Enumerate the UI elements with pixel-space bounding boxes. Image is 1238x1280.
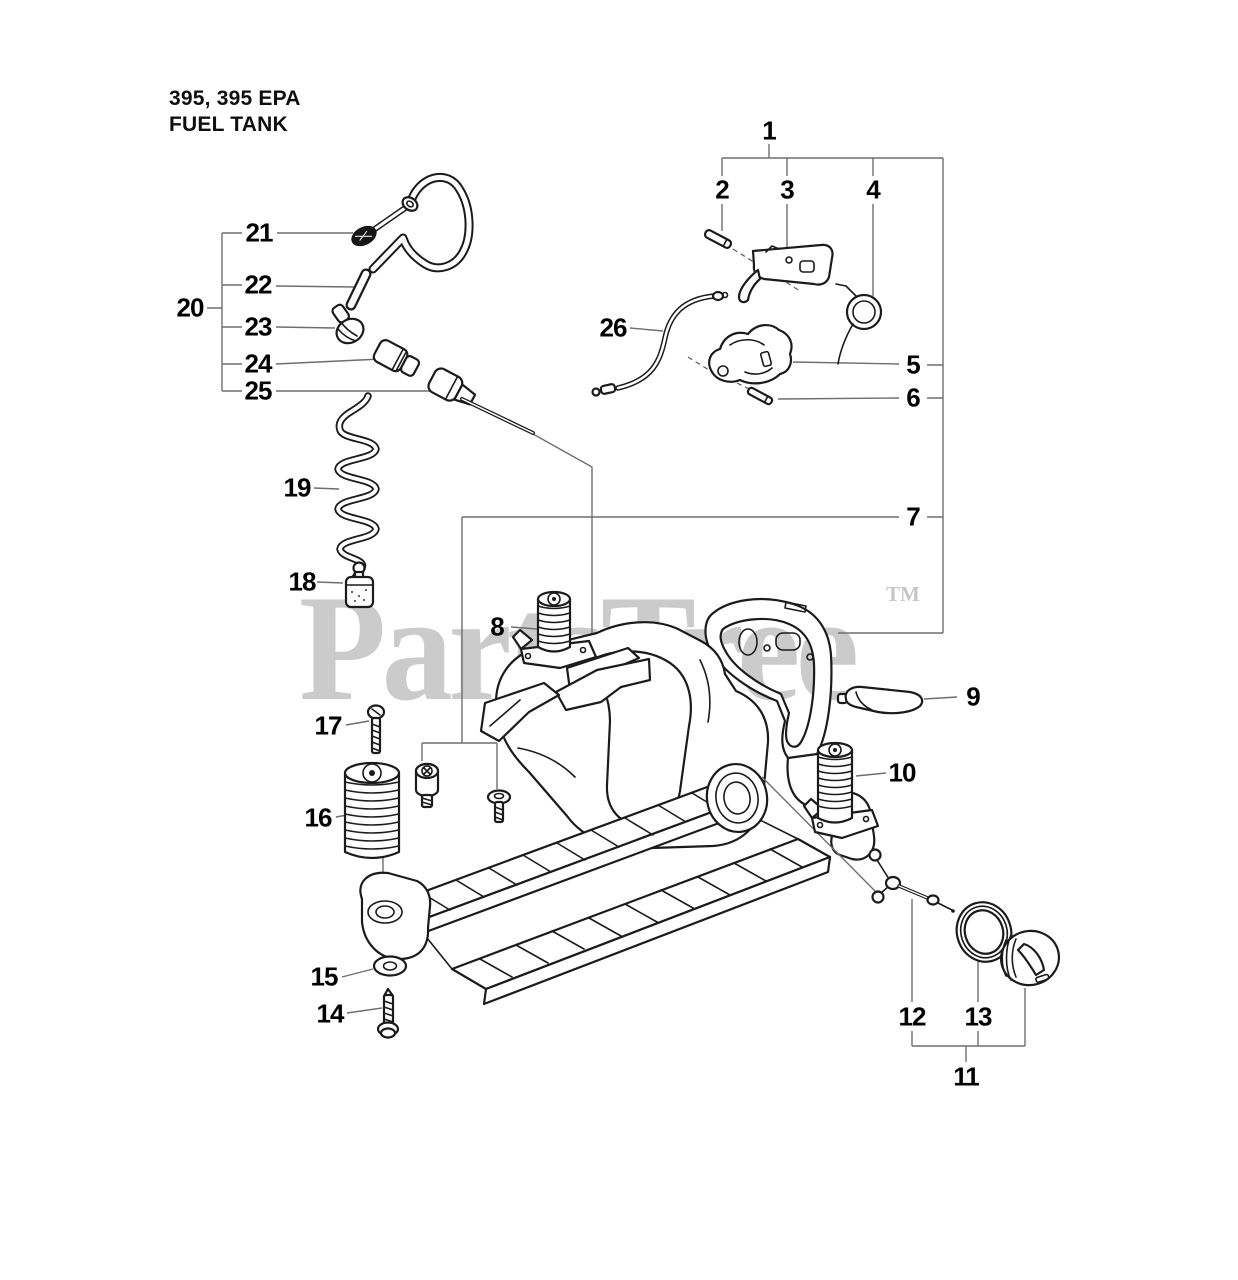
part-av-spring-8	[511, 590, 598, 670]
part-screws-7	[414, 762, 512, 824]
part-big-spring-16	[343, 761, 401, 860]
section-line: FUEL TANK	[169, 113, 288, 137]
callout-9[interactable]: 9	[966, 681, 981, 712]
part-seal-ring-13	[955, 901, 1013, 963]
callout-17[interactable]: 17	[314, 710, 343, 741]
callout-2[interactable]: 2	[715, 174, 730, 205]
part-torsion-spring-4	[835, 283, 883, 365]
callout-25[interactable]: 25	[244, 375, 273, 406]
part-fuel-filter-18	[344, 561, 375, 609]
part-screw-17	[366, 704, 386, 755]
cap-leader-line	[761, 776, 878, 894]
part-screw-14	[376, 987, 400, 1039]
part-throttle-cable-26	[591, 290, 729, 397]
filler-neck	[705, 763, 769, 833]
callout-18[interactable]: 18	[288, 566, 317, 597]
callout-12[interactable]: 12	[898, 1001, 927, 1032]
hose-grommet	[351, 225, 377, 247]
part-pickup-body-25	[427, 367, 535, 435]
callout-5[interactable]: 5	[906, 349, 921, 380]
front-plate	[479, 681, 561, 743]
callout-11[interactable]: 11	[953, 1061, 979, 1092]
callout-8[interactable]: 8	[490, 611, 505, 642]
callout-19[interactable]: 19	[283, 472, 312, 503]
callout-leader-lines	[207, 144, 1026, 1062]
part-fuel-cap-11	[999, 929, 1061, 987]
callout-10[interactable]: 10	[888, 757, 917, 788]
bottom-rail-front	[450, 837, 832, 1006]
callout-24[interactable]: 24	[244, 348, 273, 379]
part-pin-2	[703, 229, 733, 249]
callout-16[interactable]: 16	[304, 802, 333, 833]
part-retainer-12	[868, 848, 955, 913]
callout-7[interactable]: 7	[906, 501, 921, 532]
part-fuel-hose	[345, 172, 474, 311]
callout-4[interactable]: 4	[866, 174, 881, 205]
fuel-tank-body-drawing	[359, 598, 876, 1006]
tank-foot	[359, 871, 432, 961]
callout-3[interactable]: 3	[780, 174, 795, 205]
diagram-title: 395, 395 EPA FUEL TANK	[169, 86, 301, 139]
part-grip-9	[836, 685, 924, 715]
part-av-spring-10	[802, 741, 880, 840]
part-elbow-23	[331, 303, 365, 345]
part-throttle-trigger-3	[737, 243, 834, 304]
model-line: 395, 395 EPA	[169, 87, 301, 110]
callout-21[interactable]: 21	[245, 217, 274, 248]
watermark-tm-icon: TM	[886, 582, 920, 606]
callout-14[interactable]: 14	[316, 998, 345, 1029]
part-coil-19	[334, 392, 380, 592]
callout-26[interactable]: 26	[599, 312, 628, 343]
callout-13[interactable]: 13	[964, 1001, 993, 1032]
part-washer-15	[372, 955, 408, 977]
callout-23[interactable]: 23	[244, 311, 273, 342]
callout-6[interactable]: 6	[906, 382, 921, 413]
callout-1[interactable]: 1	[762, 115, 777, 146]
part-lockout-5	[708, 324, 793, 385]
callout-20[interactable]: 20	[176, 292, 205, 323]
part-pin-6	[746, 386, 774, 406]
callout-22[interactable]: 22	[244, 269, 273, 300]
callout-15[interactable]: 15	[310, 961, 339, 992]
part-filter-24	[372, 339, 421, 377]
